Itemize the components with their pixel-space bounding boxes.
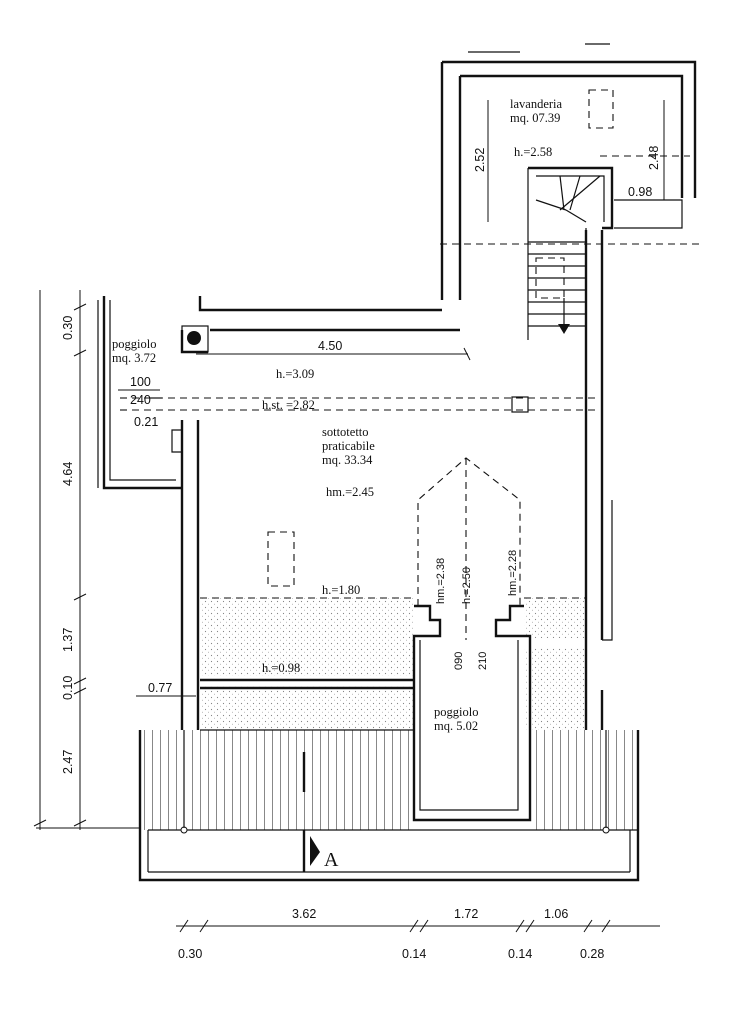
sottotetto-name1: sottotetto bbox=[322, 425, 369, 439]
section-marker bbox=[302, 830, 320, 872]
window-width: 100 bbox=[130, 375, 151, 389]
poggiolo-top-name: poggiolo bbox=[112, 337, 156, 351]
bottom-dim-028: 0.28 bbox=[580, 947, 604, 961]
dim-248: 2.48 bbox=[647, 146, 661, 170]
main-walls bbox=[97, 230, 613, 730]
lavanderia-name: lavanderia bbox=[510, 97, 563, 111]
bottom-dim-362: 3.62 bbox=[292, 907, 316, 921]
window-height: 240 bbox=[130, 393, 151, 407]
bottom-dimension-line bbox=[136, 695, 660, 933]
low-height-areas bbox=[200, 597, 586, 731]
left-dim-247: 2.47 bbox=[61, 750, 75, 774]
staircase bbox=[527, 166, 614, 340]
skylight bbox=[267, 531, 295, 587]
sottotetto-name2: praticabile bbox=[322, 439, 375, 453]
door-width: 090 bbox=[453, 652, 465, 670]
lavanderia-walls bbox=[440, 43, 700, 300]
dormer bbox=[417, 457, 521, 640]
left-dim-010: 0.10 bbox=[61, 676, 75, 700]
lavanderia-height: h.=2.58 bbox=[514, 145, 552, 159]
dim-098: 0.98 bbox=[628, 185, 652, 199]
bottom-dim-014b: 0.14 bbox=[508, 947, 532, 961]
bottom-dim-172: 1.72 bbox=[454, 907, 478, 921]
bottom-dim-030: 0.30 bbox=[178, 947, 202, 961]
height-238: hm.=2.38 bbox=[435, 558, 447, 604]
height-250: h.=2.50 bbox=[461, 567, 473, 604]
bottom-dim-106: 1.06 bbox=[544, 907, 568, 921]
sottotetto-area: mq. 33.34 bbox=[322, 453, 373, 467]
poggiolo-bottom-area: mq. 5.02 bbox=[434, 719, 478, 733]
poggiolo-bottom-walls bbox=[412, 604, 532, 822]
left-dim-030: 0.30 bbox=[61, 316, 75, 340]
height-st: h.st. =2.82 bbox=[262, 398, 315, 412]
height-098: h.=0.98 bbox=[262, 661, 300, 675]
dim-450 bbox=[196, 347, 471, 361]
dim-252: 2.52 bbox=[473, 148, 487, 172]
height-180: h.=1.80 bbox=[322, 583, 360, 597]
lavanderia-area: mq. 07.39 bbox=[510, 111, 560, 125]
section-marker-label: A bbox=[324, 849, 339, 871]
sottotetto-avg-height: hm.=2.45 bbox=[326, 485, 374, 499]
left-dimension-line bbox=[33, 290, 140, 830]
dim-077: 0.77 bbox=[148, 681, 172, 695]
poggiolo-top-area: mq. 3.72 bbox=[112, 351, 156, 365]
terrace bbox=[138, 730, 640, 882]
height-228: hm.=2.28 bbox=[507, 550, 519, 596]
height-309: h.=3.09 bbox=[276, 367, 314, 381]
left-dim-464: 4.64 bbox=[61, 462, 75, 486]
door-height: 210 bbox=[477, 652, 489, 670]
dim-021: 0.21 bbox=[134, 415, 158, 429]
bottom-dim-014a: 0.14 bbox=[402, 947, 426, 961]
poggiolo-bottom-name: poggiolo bbox=[434, 705, 478, 719]
left-dim-137: 1.37 bbox=[61, 628, 75, 652]
dim-450-label: 4.50 bbox=[318, 339, 342, 353]
